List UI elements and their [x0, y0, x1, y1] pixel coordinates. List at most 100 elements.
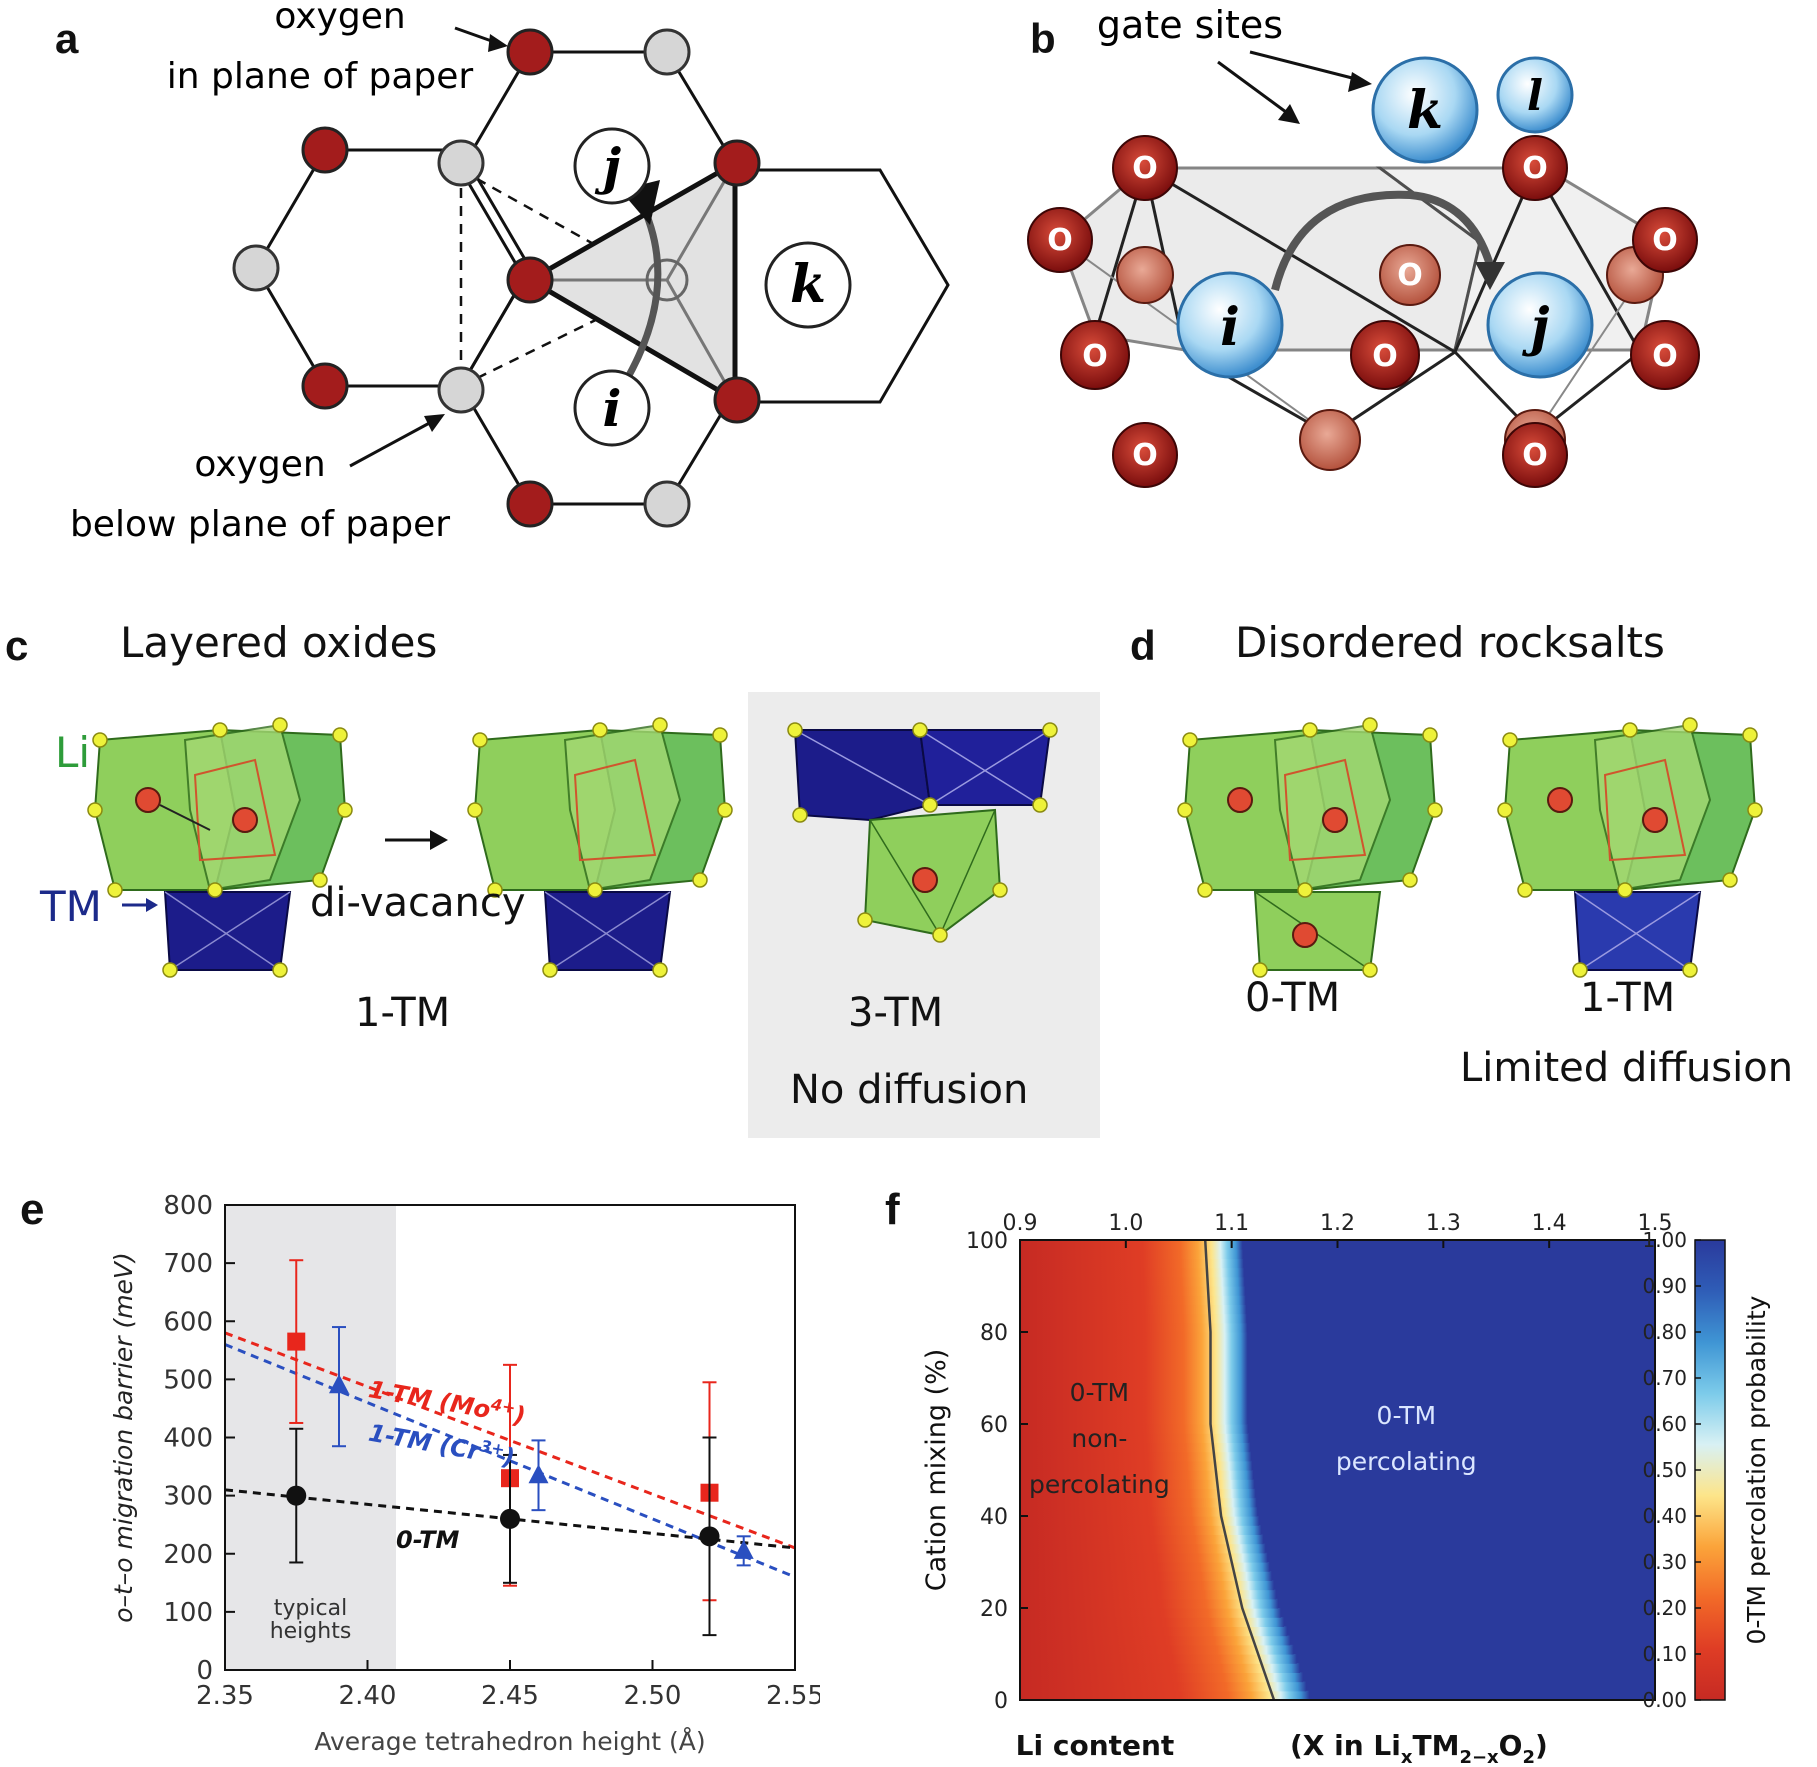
heatmap-strip	[1020, 1690, 1310, 1701]
heatmap-strip	[1020, 1516, 1260, 1526]
oxygen-letter: O	[1652, 223, 1678, 258]
heatmap-strip	[1020, 1608, 1281, 1618]
divacancy-label: di-vacancy	[310, 880, 526, 926]
heatmap-strip	[1020, 1378, 1248, 1388]
heatmap-strip	[1020, 1488, 1256, 1499]
heatmap-strip	[1020, 1626, 1288, 1637]
heatmap-strip	[1020, 1276, 1245, 1287]
y-axis-label: o–t–o migration barrier (meV)	[109, 1252, 138, 1623]
colorbar-tick-label: 0.90	[1642, 1274, 1687, 1298]
heatmap-strip	[1020, 1644, 1294, 1655]
heatmap-strip	[1020, 1304, 1247, 1315]
heatmap-strip	[1020, 1424, 1249, 1434]
y-tick-label: 100	[163, 1598, 213, 1628]
heatmap-strip	[1020, 1672, 1304, 1683]
x-tick-label: 2.50	[624, 1681, 682, 1711]
cluster-1tm-middle	[467, 717, 733, 978]
data-point	[287, 1332, 306, 1351]
panel-d-structures	[1177, 717, 1763, 978]
region-label-percolating: percolating	[1336, 1447, 1477, 1476]
heatmap-strip	[1020, 1240, 1243, 1250]
heatmap-strip	[1020, 1286, 1246, 1296]
heatmap-strip	[1020, 1350, 1248, 1361]
panel-label-b: b	[1030, 15, 1056, 62]
panel-label-a: a	[55, 15, 79, 62]
site-l-label: l	[1527, 71, 1543, 120]
label-1tm-disordered: 1-TM	[1580, 975, 1676, 1021]
panel-label-d: d	[1130, 622, 1156, 669]
y-tick-label: 200	[163, 1540, 213, 1570]
heatmap-strip	[1020, 1313, 1247, 1324]
x-tick-label: 0.9	[1003, 1211, 1038, 1236]
heatmap-strip	[1020, 1258, 1244, 1269]
colorbar	[1694, 1239, 1726, 1701]
cluster-1tm-disordered	[1497, 717, 1763, 978]
colorbar-tick-label: 0.10	[1642, 1642, 1687, 1666]
heatmap-strip	[1020, 1525, 1262, 1535]
region-label-percolating: 0-TM	[1377, 1401, 1436, 1430]
fit-line	[224, 1331, 796, 1550]
oxygen-below-line2: below plane of paper	[70, 504, 450, 545]
heatmap-strip	[1020, 1359, 1248, 1370]
tm-label: TM	[40, 882, 102, 931]
heatmap-strip	[1020, 1543, 1266, 1554]
y-tick-label: 600	[163, 1307, 213, 1337]
y-tick-label: 60	[980, 1413, 1008, 1438]
data-point	[286, 1485, 307, 1506]
heatmap-strip	[1020, 1341, 1248, 1351]
colorbar-label: 0-TM percolation probability	[1742, 1295, 1771, 1644]
heatmap-strip	[1020, 1506, 1258, 1517]
heatmap-strip	[1020, 1433, 1250, 1443]
oxygen-letter: O	[1397, 258, 1423, 293]
no-diffusion-label: No diffusion	[790, 1067, 1029, 1113]
label-1tm-layered: 1-TM	[355, 990, 451, 1036]
percolation-boundary	[1203, 1239, 1276, 1701]
panel-label-c: c	[5, 622, 29, 669]
panel-label-e: e	[20, 1185, 45, 1234]
y-tick-label: 0	[994, 1689, 1008, 1714]
limited-diffusion-label: Limited diffusion	[1460, 1045, 1794, 1091]
heatmap-strip	[1020, 1295, 1246, 1305]
site-i-label: i	[603, 379, 622, 438]
panel-b-octahedra: O O O O O O O O O O i j k l gate sites	[1027, 3, 1700, 488]
x-tick-label: 1.0	[1108, 1211, 1143, 1236]
heatmap-strip	[1020, 1267, 1245, 1278]
x-tick-label: 1.4	[1532, 1211, 1567, 1236]
oxygen-letter: O	[1652, 339, 1678, 374]
oxygen-letter: O	[1132, 151, 1158, 186]
heatmap-strip	[1020, 1405, 1248, 1416]
oxygen-letter: O	[1047, 223, 1073, 258]
y-tick-label: 0	[196, 1656, 213, 1686]
heatmap-strip	[1020, 1617, 1285, 1627]
y-tick-label: 100	[966, 1229, 1008, 1254]
heatmap-strip	[1020, 1663, 1300, 1673]
cluster-0tm	[1177, 717, 1443, 978]
y-tick-label: 400	[163, 1424, 213, 1454]
y-tick-label: 700	[163, 1249, 213, 1279]
panel-d-title: Disordered rocksalts	[1235, 618, 1665, 667]
oxygen-in-plane-line2: in plane of paper	[167, 56, 474, 97]
y-axis-label: Cation mixing (%)	[921, 1349, 952, 1592]
oxygen-letter: O	[1522, 438, 1548, 473]
y-tick-label: 80	[980, 1321, 1008, 1346]
cluster-3tm	[787, 722, 1058, 943]
colorbar-tick-label: 0.50	[1642, 1458, 1687, 1482]
x-tick-label: 2.55	[766, 1681, 820, 1711]
panel-label-f: f	[885, 1185, 900, 1234]
x-axis-formula: (X in LixTM2−xO2)	[1290, 1729, 1548, 1767]
data-point	[699, 1526, 720, 1547]
heatmap-strip	[1020, 1589, 1277, 1600]
oxygen-letter: O	[1082, 339, 1108, 374]
x-tick-label: 2.40	[339, 1681, 397, 1711]
series-label-0tm: 0-TM	[396, 1526, 460, 1554]
cluster-1tm-left	[87, 717, 353, 978]
heatmap-strip	[1020, 1497, 1257, 1508]
heatmap-strip	[1020, 1562, 1270, 1572]
region-label-nonpercolating: non-	[1071, 1424, 1127, 1453]
colorbar-tick-label: 0.20	[1642, 1596, 1687, 1620]
li-label: Li	[55, 728, 91, 777]
heatmap-strip	[1020, 1598, 1279, 1609]
heatmap-strip	[1020, 1249, 1244, 1259]
heatmap-strip	[1020, 1470, 1254, 1480]
